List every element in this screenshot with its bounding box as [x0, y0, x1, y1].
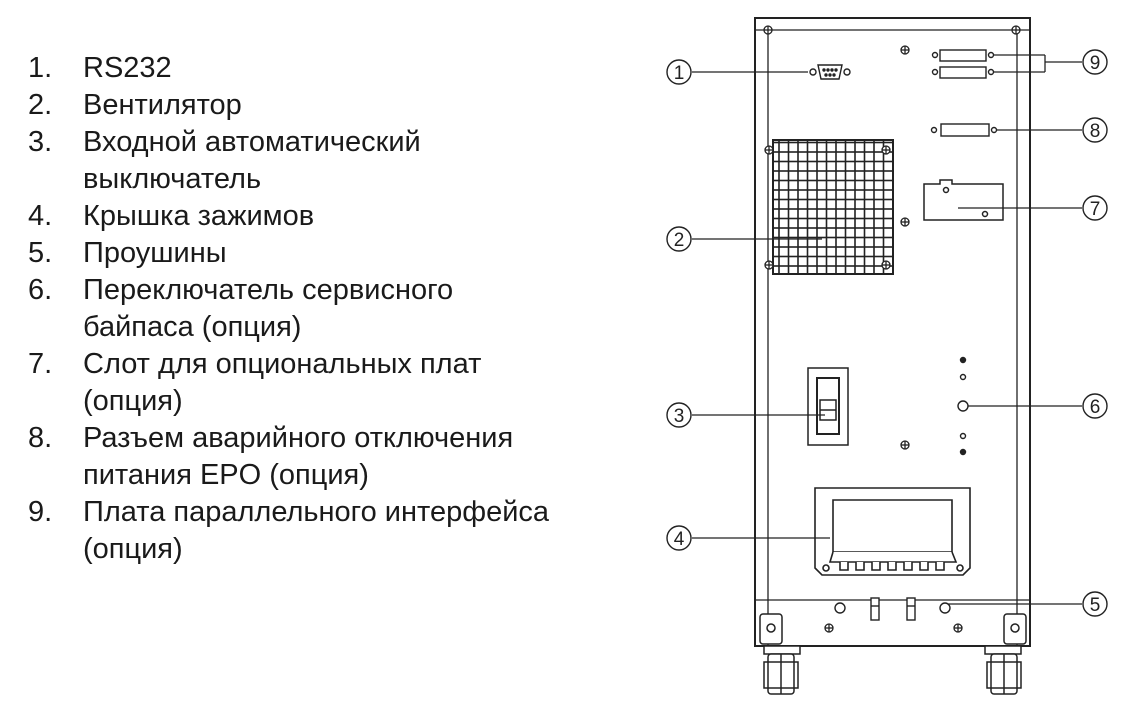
legend-number: 9. [28, 496, 53, 528]
callout-label: 6 [1090, 397, 1101, 418]
legend-text: Входной автоматический выключатель [83, 126, 421, 195]
callout-label: 8 [1090, 121, 1101, 142]
fan-grille [764, 139, 894, 275]
legend-text: Крышка зажимов [83, 200, 315, 232]
screw-icon [900, 45, 910, 55]
screw-icon [824, 623, 834, 633]
legend-text: Слот для опциональных плат (опция) [83, 348, 482, 417]
callout-leaders [692, 54, 1082, 605]
legend-number: 5. [28, 237, 53, 269]
legend-number: 3. [28, 126, 53, 158]
legend-number: 1. [28, 52, 53, 84]
component-legend: 1. RS232 2. Вентилятор 3. Входной автома… [28, 50, 628, 568]
screw-icon [764, 260, 774, 270]
legend-item-epo-connector: 8. Разъем аварийного отключения питания … [28, 420, 628, 494]
screw-icon [881, 145, 891, 155]
callout-1: 1 [666, 59, 692, 85]
epo-connector [930, 123, 998, 137]
caster-wheels [759, 613, 1027, 695]
callout-label: 1 [674, 63, 685, 84]
callout-7: 7 [1082, 195, 1108, 221]
screw-icon [764, 145, 774, 155]
legend-number: 2. [28, 89, 53, 121]
caster-left [759, 613, 801, 695]
legend-text: Проушины [83, 237, 227, 269]
legend-item-bypass-switch: 6. Переключатель сервисного байпаса (опц… [28, 272, 628, 346]
legend-text: Разъем аварийного отключения питания EPO… [83, 422, 514, 491]
screw-icon [763, 25, 773, 35]
screw-icon [900, 440, 910, 450]
legend-item-option-slot: 7. Слот для опциональных плат (опция) [28, 346, 628, 420]
callout-6: 6 [1082, 393, 1108, 419]
legend-number: 4. [28, 200, 53, 232]
screw-icon [1011, 25, 1021, 35]
legend-item-input-breaker: 3. Входной автоматический выключатель [28, 124, 628, 198]
caster-right [984, 613, 1027, 695]
parallel-interface-ports [931, 49, 995, 79]
callout-8: 8 [1082, 117, 1108, 143]
callout-label: 5 [1090, 595, 1101, 616]
callout-2: 2 [666, 226, 692, 252]
legend-item-rs232: 1. RS232 [28, 50, 628, 87]
legend-text: Плата параллельного интерфейса (опция) [83, 496, 550, 565]
lugs [834, 597, 951, 621]
option-slot [923, 179, 1004, 221]
legend-text: Вентилятор [83, 89, 242, 121]
screw-icons [763, 25, 1021, 633]
callout-label: 7 [1090, 199, 1101, 220]
callout-5: 5 [1082, 591, 1108, 617]
legend-item-lugs: 5. Проушины [28, 235, 628, 272]
callout-4: 4 [666, 525, 692, 551]
legend-number: 7. [28, 348, 53, 380]
screw-icon [900, 217, 910, 227]
legend-number: 8. [28, 422, 53, 454]
rs232-port [809, 64, 851, 80]
legend-number: 6. [28, 274, 53, 306]
callout-markers: 1 2 3 4 5 6 7 8 [666, 49, 1108, 617]
callout-label: 9 [1090, 53, 1101, 74]
screw-icon [881, 260, 891, 270]
legend-item-parallel-board: 9. Плата параллельного интерфейса (опция… [28, 494, 628, 568]
terminal-cover [814, 487, 971, 576]
screw-icon [953, 623, 963, 633]
callout-9: 9 [1082, 49, 1108, 75]
legend-item-terminal-cover: 4. Крышка зажимов [28, 198, 628, 235]
callout-label: 4 [674, 529, 685, 550]
callout-3: 3 [666, 402, 692, 428]
callout-label: 2 [674, 230, 685, 251]
legend-item-fan: 2. Вентилятор [28, 87, 628, 124]
input-breaker [807, 367, 849, 446]
legend-text: RS232 [83, 52, 172, 84]
callout-label: 3 [674, 406, 685, 427]
legend-text: Переключатель сервисного байпаса (опция) [83, 274, 454, 343]
